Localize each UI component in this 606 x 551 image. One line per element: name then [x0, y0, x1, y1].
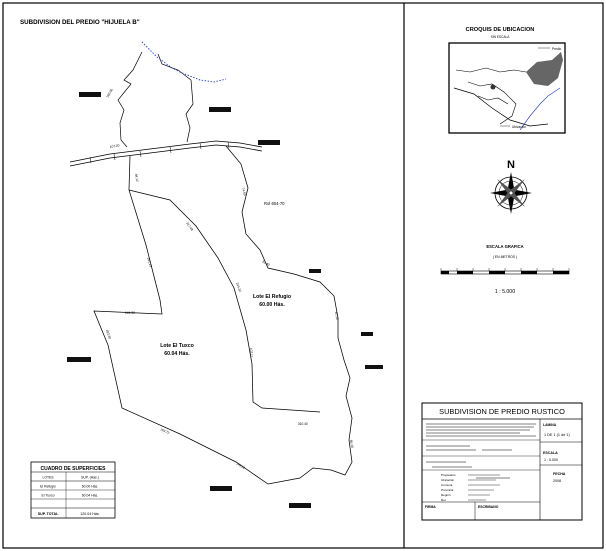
svg-text:85.20: 85.20: [349, 439, 354, 448]
block-row-6: Rol: [441, 498, 446, 502]
block-row-3: Comuna: [441, 483, 453, 487]
svg-text:244.32: 244.32: [235, 282, 242, 293]
lamina-label: LAMINA: [543, 423, 557, 427]
scale-unit: ( EN METROS ): [493, 255, 517, 259]
road-ticks: [89, 141, 230, 164]
areas-row-2-sup: 60.04 Hás.: [82, 494, 98, 498]
north-arrow: N: [490, 159, 532, 214]
svg-text:317.48: 317.48: [185, 221, 194, 231]
areas-header-sup: SUP. (Hás.): [81, 476, 99, 480]
svg-text:87.20: 87.20: [334, 311, 339, 320]
svg-text:163.72: 163.72: [160, 427, 171, 435]
block-row-5: Región: [441, 493, 451, 497]
scale-ratio: 1 : 5.000: [495, 289, 515, 295]
areas-row-1-lot: El Refugio: [40, 485, 56, 489]
svg-text:310.40: 310.40: [298, 422, 308, 426]
escala-value: 1 : 5.000: [544, 458, 558, 462]
title-block-fine-print: [426, 423, 536, 479]
title-block-heading: SUBDIVISION DE PREDIO RUSTICO: [439, 407, 565, 416]
svg-text:51.40: 51.40: [262, 259, 271, 267]
block-row-1: Propietario: [441, 473, 456, 477]
sketch-region: [526, 52, 563, 86]
svg-text:94.12: 94.12: [134, 173, 139, 182]
fecha-label: FECHA: [553, 472, 566, 476]
subdivision-line: [128, 189, 321, 413]
sketch-tag-bottom: Ubicación: [512, 125, 526, 129]
svg-text:141.30: 141.30: [125, 311, 135, 315]
areas-table: CUADRO DE SUPERFICIES LOTES SUP. (Hás.) …: [30, 461, 116, 519]
scale-bar: [440, 268, 570, 275]
svg-text:107.20: 107.20: [109, 143, 120, 149]
areas-table-title: CUADRO DE SUPERFICIES: [40, 466, 106, 472]
svg-text:160.00: 160.00: [105, 88, 113, 99]
neighbor-label: Rol 604-70: [264, 201, 285, 206]
escala-label: ESCALA: [543, 451, 558, 455]
drawing-title: SUBDIVISION DEL PREDIO "HIJUELA B": [20, 19, 140, 26]
upper-parcel-boundary-east: [157, 53, 194, 143]
location-sketch: Predio Ubicación: [448, 42, 566, 134]
areas-row-2-lot: El Tuxco: [41, 494, 54, 498]
scale-title: ESCALA GRAFICA: [486, 244, 523, 249]
areas-total-label: SUP. TOTAL: [38, 512, 59, 516]
lamina-value: 1 DE 1 (1 de 1): [544, 433, 570, 437]
parcel-boundary: [93, 145, 353, 485]
sketch-tag-top: Predio: [552, 47, 561, 51]
svg-text:74.53: 74.53: [241, 187, 247, 196]
svg-text:149.22: 149.22: [235, 461, 246, 470]
dimension-marks: 160.00 94.12 241.13 317.48 244.32 102.11…: [105, 88, 354, 470]
areas-total-value: 120.04 Hás.: [80, 512, 99, 516]
block-row-4: Provincia: [441, 488, 454, 492]
svg-text:102.11: 102.11: [249, 348, 254, 358]
footer-escribano: ESCRIBANO: [478, 505, 499, 509]
areas-row-1-sup: 60.00 Hás.: [82, 485, 98, 489]
svg-text:241.13: 241.13: [146, 257, 153, 268]
north-letter: N: [507, 159, 515, 171]
label-bars: [67, 92, 383, 508]
road-line-south: [69, 144, 263, 167]
road-line-north: [69, 140, 263, 163]
title-block: SUBDIVISION DE PREDIO RUSTICO Propietari…: [421, 402, 583, 521]
svg-text:183.30: 183.30: [105, 329, 112, 340]
sketch-subtitle: SIN ESCALA: [491, 35, 511, 39]
block-row-2: Ubicación: [441, 478, 455, 482]
footer-firma: FIRMA: [425, 505, 436, 509]
river-line: [141, 41, 227, 83]
lot-large-name: Lote El Tuxco: [160, 343, 194, 349]
lot-small-area: 60.00 Hás.: [259, 302, 285, 308]
lot-small-name: Lote El Refugio: [253, 294, 291, 300]
areas-header-lots: LOTES: [42, 476, 54, 480]
sketch-title: CROQUIS DE UBICACION: [466, 27, 535, 33]
lot-large-area: 60.04 Hás.: [164, 351, 190, 357]
upper-parcel-boundary: [117, 51, 143, 148]
fecha-value: 2008: [553, 479, 561, 483]
